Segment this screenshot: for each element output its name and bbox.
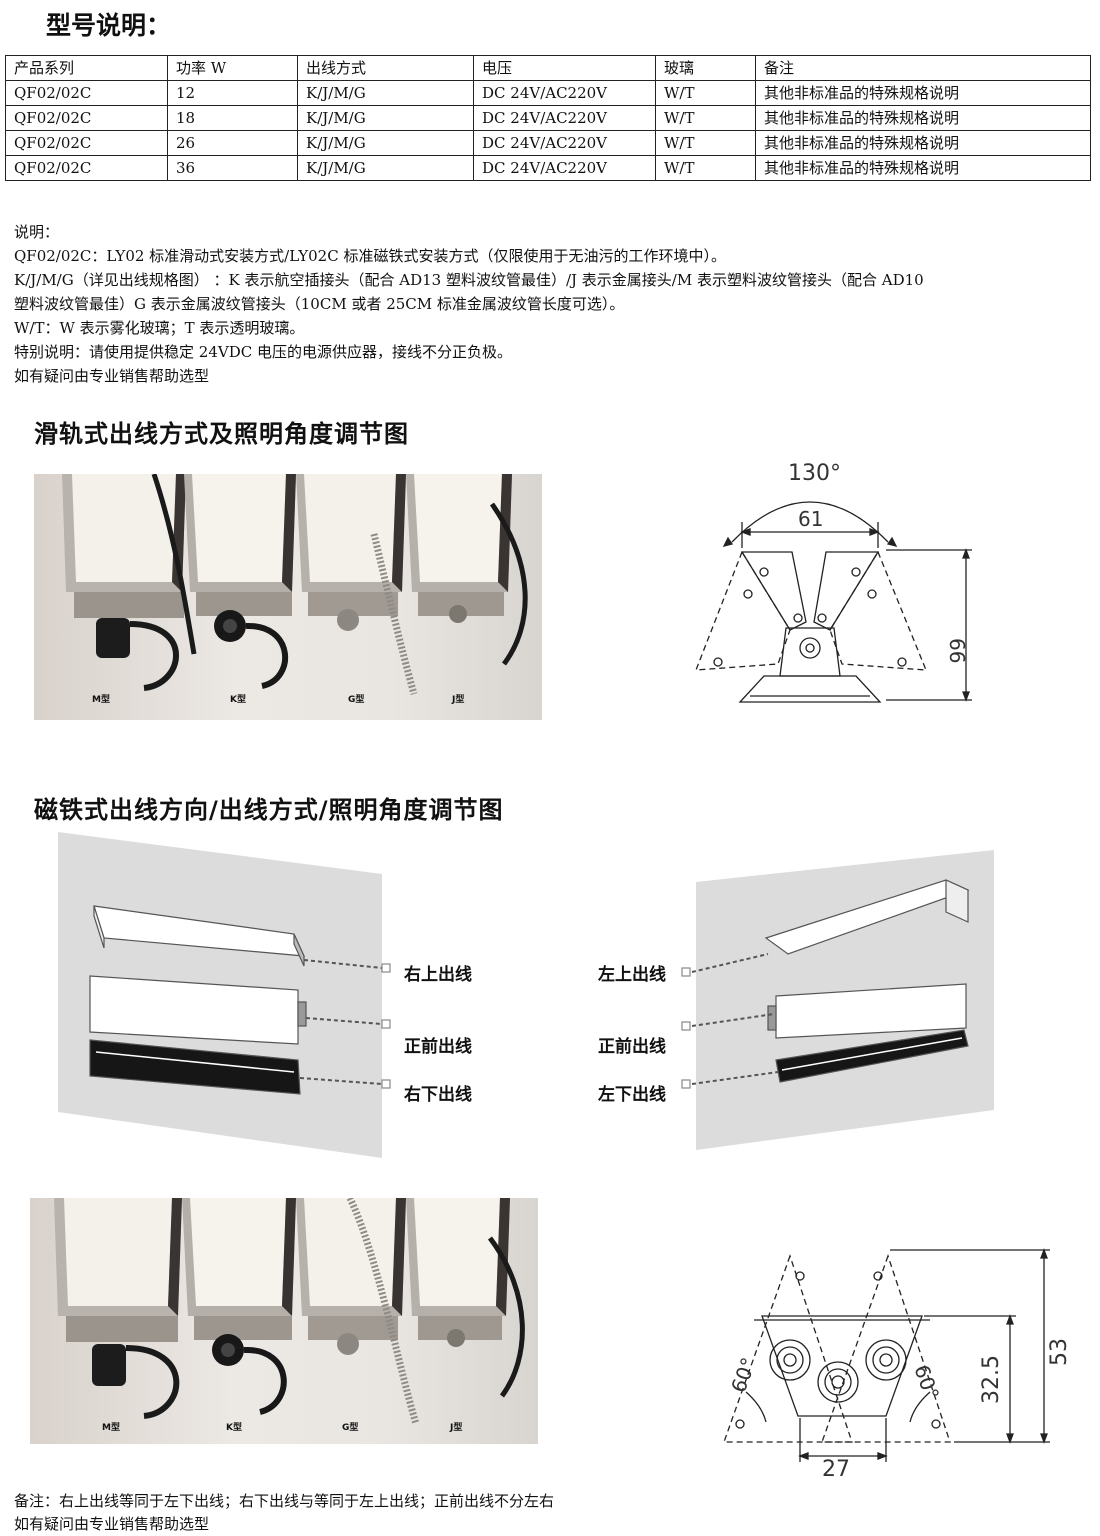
column-header: 功率 W bbox=[167, 55, 298, 81]
photo-caption-k: K型 bbox=[226, 1421, 242, 1433]
product-photo-magnet: M型 K型 G型 J型 bbox=[30, 1198, 538, 1444]
label-front-left: 正前出线 bbox=[404, 1037, 472, 1057]
note-line: K/J/M/G（详见出线规格图） ：K 表示航空插接头（配合 AD13 塑料波纹… bbox=[14, 271, 924, 289]
column-header: 产品系列 bbox=[5, 55, 168, 81]
section-title-rail: 滑轨式出线方式及照明角度调节图 bbox=[34, 420, 409, 448]
dim-inner-height: 32.5 bbox=[979, 1355, 1004, 1404]
table-row: QF02/02C 12 K/J/M/G DC 24V/AC220V W/T 其他… bbox=[5, 80, 1091, 106]
dim-height: 53 bbox=[1047, 1338, 1072, 1366]
footer-line: 备注：右上出线等同于左下出线；右下出线与等同于左上出线；正前出线不分左右 bbox=[14, 1492, 555, 1510]
label-right-down: 右下出线 bbox=[404, 1085, 472, 1105]
table-cell: QF02/02C bbox=[5, 130, 168, 156]
rail-dimension-drawing: 130° 61 66 bbox=[695, 461, 972, 703]
table-cell: W/T bbox=[655, 80, 756, 106]
table-cell: QF02/02C bbox=[5, 80, 168, 106]
dim-angle-right: 60° bbox=[909, 1362, 944, 1404]
table-cell: 其他非标准品的特殊规格说明 bbox=[755, 105, 1091, 131]
table-header-row: 产品系列 功率 W 出线方式 电压 玻璃 备注 bbox=[5, 55, 1091, 81]
table-cell: 其他非标准品的特殊规格说明 bbox=[755, 80, 1091, 106]
dim-width: 61 bbox=[798, 507, 823, 531]
note-line: 特别说明：请使用提供稳定 24VDC 电压的电源供应器，接线不分正负极。 bbox=[14, 343, 512, 361]
magnet-diagram-left bbox=[58, 832, 391, 1158]
photo-caption-g: G型 bbox=[348, 693, 364, 705]
photo-caption-m: M型 bbox=[92, 693, 110, 705]
table-cell: DC 24V/AC220V bbox=[473, 130, 656, 156]
label-right-up: 右上出线 bbox=[404, 965, 472, 985]
spec-table: 产品系列 功率 W 出线方式 电压 玻璃 备注 QF02/02C 12 K/J/… bbox=[5, 55, 1091, 181]
table-cell: K/J/M/G bbox=[297, 155, 474, 181]
table-cell: W/T bbox=[655, 105, 756, 131]
table-cell: 12 bbox=[167, 80, 298, 106]
table-cell: DC 24V/AC220V bbox=[473, 155, 656, 181]
column-header: 玻璃 bbox=[655, 55, 756, 81]
dim-height: 66 bbox=[945, 638, 969, 663]
photo-caption-m: M型 bbox=[102, 1421, 120, 1433]
table-cell: 其他非标准品的特殊规格说明 bbox=[755, 130, 1091, 156]
table-cell: QF02/02C bbox=[5, 155, 168, 181]
table-row: QF02/02C 26 K/J/M/G DC 24V/AC220V W/T 其他… bbox=[5, 130, 1091, 156]
table-cell: K/J/M/G bbox=[297, 130, 474, 156]
table-cell: W/T bbox=[655, 130, 756, 156]
table-cell: 其他非标准品的特殊规格说明 bbox=[755, 155, 1091, 181]
table-cell: 36 bbox=[167, 155, 298, 181]
table-row: QF02/02C 18 K/J/M/G DC 24V/AC220V W/T 其他… bbox=[5, 105, 1091, 131]
note-line: QF02/02C：LY02 标准滑动式安装方式/LY02C 标准磁铁式安装方式（… bbox=[14, 247, 726, 265]
table-cell: QF02/02C bbox=[5, 105, 168, 131]
table-cell: DC 24V/AC220V bbox=[473, 105, 656, 131]
table-row: QF02/02C 36 K/J/M/G DC 24V/AC220V W/T 其他… bbox=[5, 155, 1091, 181]
label-left-down: 左下出线 bbox=[598, 1085, 666, 1105]
column-header: 备注 bbox=[755, 55, 1091, 81]
table-cell: K/J/M/G bbox=[297, 105, 474, 131]
notes-heading: 说明： bbox=[14, 223, 60, 241]
magnet-diagram-right bbox=[681, 850, 994, 1150]
label-front-right: 正前出线 bbox=[598, 1037, 666, 1057]
photo-caption-j: J型 bbox=[449, 1421, 462, 1433]
column-header: 出线方式 bbox=[297, 55, 474, 81]
note-line: 如有疑问由专业销售帮助选型 bbox=[14, 367, 210, 385]
dim-angle: 130° bbox=[788, 461, 841, 486]
dim-width: 27 bbox=[822, 1457, 850, 1478]
page-title: 型号说明： bbox=[46, 11, 172, 40]
table-cell: DC 24V/AC220V bbox=[473, 80, 656, 106]
note-line: 塑料波纹管最佳）G 表示金属波纹管接头（10CM 或者 25CM 标准金属波纹管… bbox=[14, 295, 625, 313]
lamp-ends-illustration: M型 K型 G型 J型 bbox=[62, 474, 528, 705]
table-cell: W/T bbox=[655, 155, 756, 181]
footer-notes: 备注：右上出线等同于左下出线；右下出线与等同于左上出线；正前出线不分左右 如有疑… bbox=[14, 1490, 554, 1536]
lamp-ends-illustration-2: M型 K型 G型 J型 bbox=[54, 1198, 525, 1433]
table-cell: K/J/M/G bbox=[297, 80, 474, 106]
notes-block: 说明： QF02/02C：LY02 标准滑动式安装方式/LY02C 标准磁铁式安… bbox=[14, 220, 1094, 388]
product-photo-rail: M型 K型 G型 J型 bbox=[34, 474, 542, 720]
magnet-dimension-drawing: 60° 60° 32.5 53 27 bbox=[723, 1248, 1072, 1478]
table-cell: 18 bbox=[167, 105, 298, 131]
dim-angle-left: 60° bbox=[726, 1354, 761, 1396]
label-left-up: 左上出线 bbox=[598, 965, 666, 985]
table-cell: 26 bbox=[167, 130, 298, 156]
note-line: W/T：W 表示雾化玻璃；T 表示透明玻璃。 bbox=[14, 319, 305, 337]
footer-line: 如有疑问由专业销售帮助选型 bbox=[14, 1515, 210, 1533]
photo-caption-g: G型 bbox=[342, 1421, 358, 1433]
photo-caption-j: J型 bbox=[451, 693, 464, 705]
section-title-magnet: 磁铁式出线方向/出线方式/照明角度调节图 bbox=[34, 796, 504, 824]
column-header: 电压 bbox=[473, 55, 656, 81]
photo-caption-k: K型 bbox=[230, 693, 246, 705]
